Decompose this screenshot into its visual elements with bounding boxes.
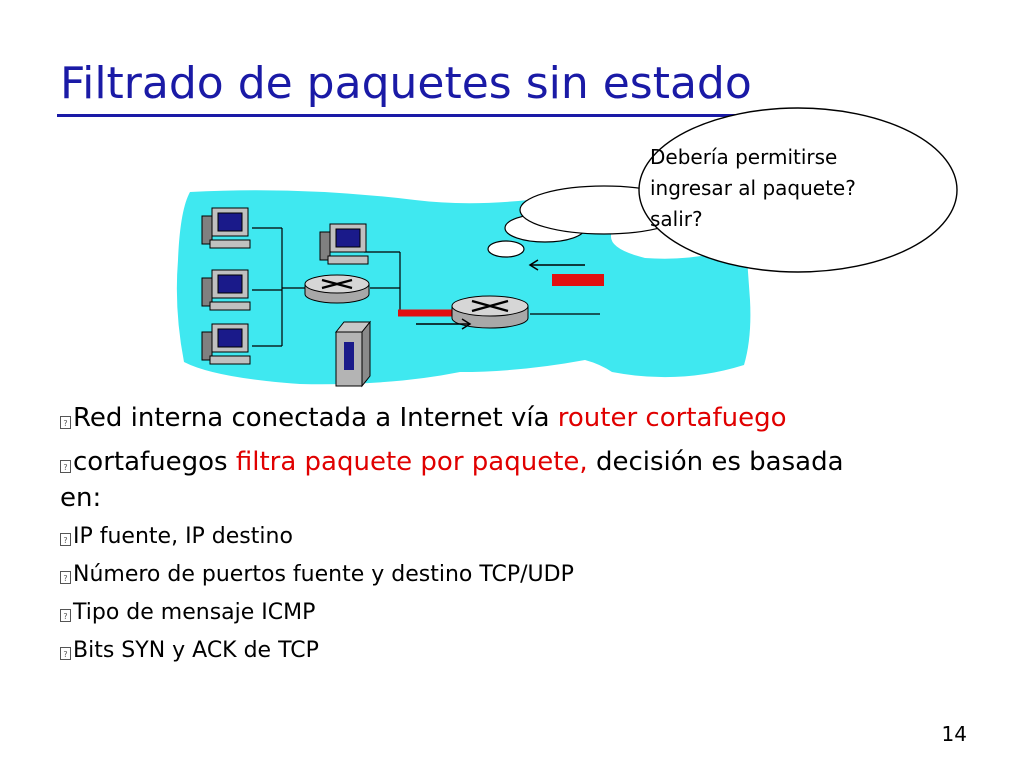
- thought-bubble-line: salir?: [650, 207, 703, 231]
- bullet-text-highlight: filtra paquete por paquete,: [235, 447, 596, 477]
- sub-bullet-item: ?IP fuente, IP destino: [60, 524, 880, 550]
- bullet-icon: ?: [60, 460, 71, 473]
- packet: [552, 274, 604, 286]
- page-number: 14: [941, 722, 967, 746]
- thought-bubble-small: [487, 240, 525, 258]
- host-computer-icon: [201, 207, 251, 249]
- sub-bullet-item: ?Tipo de mensaje ICMP: [60, 600, 880, 626]
- bullet-icon: ?: [60, 647, 71, 660]
- bullet-icon: ?: [60, 571, 71, 584]
- sub-bullet-text: IP fuente, IP destino: [73, 524, 293, 549]
- host-computer-icon: [201, 323, 251, 365]
- title-underline: [57, 114, 807, 117]
- bullet-text: cortafuegos: [73, 447, 236, 477]
- thought-bubble-line: ingresar al paquete?: [650, 176, 856, 200]
- sub-bullet-text: Tipo de mensaje ICMP: [73, 600, 316, 625]
- sub-bullet-item: ?Número de puertos fuente y destino TCP/…: [60, 562, 880, 588]
- incoming-arrow: [528, 259, 585, 271]
- sub-bullet-item: ?Bits SYN y ACK de TCP: [60, 638, 880, 664]
- router-icon: [304, 274, 370, 304]
- bullet-item: ?Red interna conectada a Internet vía ro…: [60, 400, 880, 436]
- bullet-text-highlight: router cortafuego: [557, 403, 787, 433]
- bullet-text: Red interna conectada a Internet vía: [73, 403, 558, 433]
- thought-bubble-line: Debería permitirse: [650, 145, 838, 169]
- outgoing-arrow: [416, 318, 472, 330]
- bullet-item: ?cortafuegos filtra paquete por paquete,…: [60, 444, 880, 516]
- bullet-icon: ?: [60, 609, 71, 622]
- sub-bullet-text: Número de puertos fuente y destino TCP/U…: [73, 562, 574, 587]
- bullet-icon: ?: [60, 416, 71, 429]
- thought-bubble-main: [638, 107, 958, 273]
- host-computer-icon: [319, 223, 369, 265]
- bullet-text: decisión es basada en:: [60, 447, 844, 513]
- sub-bullet-text: Bits SYN y ACK de TCP: [73, 638, 319, 663]
- server-icon: [334, 320, 372, 388]
- slide-title: Filtrado de paquetes sin estado: [60, 58, 752, 109]
- bullet-list: ?Red interna conectada a Internet vía ro…: [60, 400, 880, 676]
- host-computer-icon: [201, 269, 251, 311]
- firewall-router-icon: [451, 295, 529, 329]
- bullet-icon: ?: [60, 533, 71, 546]
- thought-bubble-text: Debería permitirse ingresar al paquete? …: [650, 142, 856, 235]
